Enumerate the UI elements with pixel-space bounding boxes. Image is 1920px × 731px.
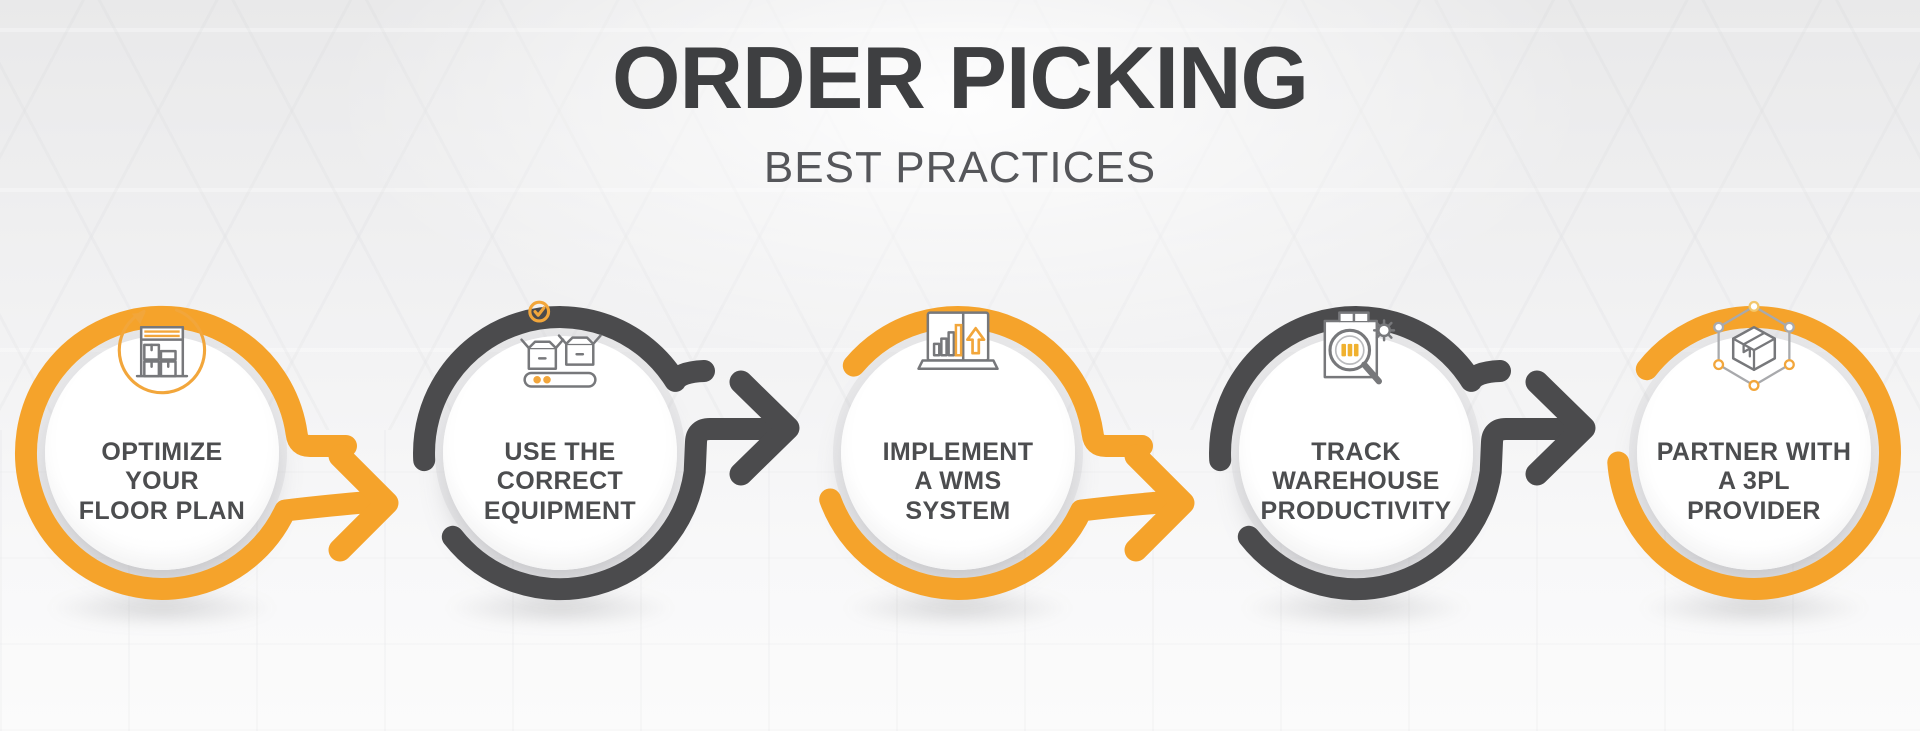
step-5-disc [1637, 336, 1871, 570]
step-3-disc [841, 336, 1075, 570]
step-2-line-3: EQUIPMENT [483, 496, 637, 525]
step-5-line-2: A 3PL [1718, 467, 1790, 496]
floor-plan-refresh-icon [117, 308, 207, 395]
step-1-line-1: OPTIMIZE [101, 438, 223, 466]
step-1-line-3: FLOOR PLAN [78, 496, 246, 525]
step-3-ring-top [842, 306, 1153, 457]
step-2-label: USE THE CORRECT EQUIPMENT [428, 438, 692, 526]
step-1-line-2: YOUR [125, 467, 199, 496]
connector-4-5-arrowhead-icon [1525, 370, 1596, 486]
equipment-boxes-icon [520, 300, 602, 388]
step-3-line-1: IMPLEMENT [882, 438, 1034, 466]
wms-laptop-chart-icon [917, 311, 999, 371]
step-2-ring-bottom [441, 418, 775, 601]
step-4-line-1: TRACK [1311, 438, 1401, 466]
page-subtitle: BEST PRACTICES [763, 143, 1157, 192]
step-1-label: OPTIMIZE YOUR FLOOR PLAN [30, 438, 294, 526]
connector-3-4-arrowhead-icon [1124, 444, 1195, 562]
step-2-line-2: CORRECT [496, 467, 624, 496]
step-3-label: IMPLEMENT A WMS SYSTEM [826, 438, 1090, 526]
step-4-line-2: WAREHOUSE [1272, 467, 1440, 496]
step-2-ring-top [413, 306, 715, 472]
step-4-ring-bottom [1237, 418, 1571, 601]
step-2-line-1: USE THE [504, 438, 616, 466]
3pl-network-box-icon [1713, 300, 1795, 391]
step-3-line-3: SYSTEM [905, 496, 1011, 525]
connector-2-3-arrowhead-icon [729, 370, 800, 486]
step-5-line-3: PROVIDER [1687, 496, 1821, 525]
step-3-line-2: A WMS [914, 467, 1002, 496]
step-5-line-1: PARTNER WITH [1656, 438, 1852, 466]
step-5-label: PARTNER WITH A 3PL PROVIDER [1622, 438, 1886, 526]
connector-1-2-arrowhead-icon [328, 444, 399, 562]
step-4-line-3: PRODUCTIVITY [1260, 496, 1452, 525]
step-5-ring [1607, 305, 1901, 600]
step-4-label: TRACK WAREHOUSE PRODUCTIVITY [1224, 438, 1488, 526]
warehouse-productivity-magnifier-icon [1323, 311, 1396, 385]
step-3-ring-bottom [819, 488, 1177, 600]
page-title: ORDER PICKING [612, 28, 1309, 127]
step-1-ring [15, 305, 381, 600]
